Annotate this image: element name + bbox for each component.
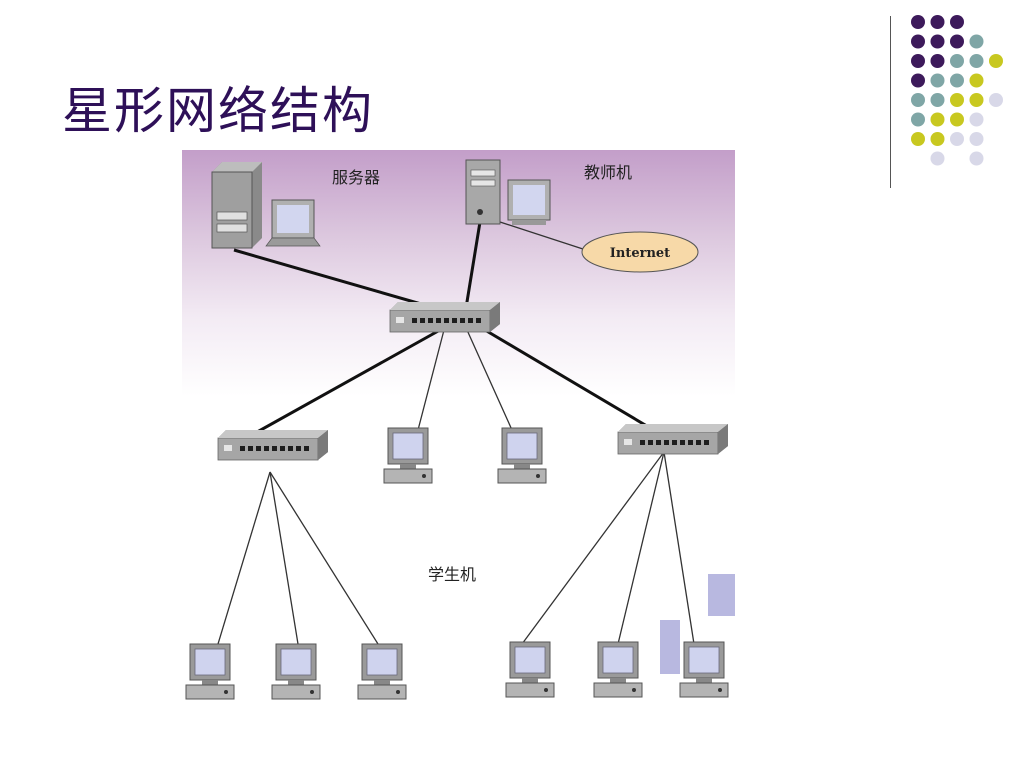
- decorative-dot: [969, 54, 984, 68]
- decorative-dot: [969, 34, 984, 49]
- decorative-dot: [989, 54, 1003, 68]
- decorative-dot: [950, 132, 964, 146]
- student-pc: [593, 641, 643, 698]
- decorative-dot: [930, 34, 945, 49]
- teacher-label: 教师机: [584, 163, 632, 182]
- server-tower: [211, 162, 262, 249]
- right-switch: [617, 423, 729, 455]
- student-pc: [383, 427, 433, 484]
- server-monitor: [265, 199, 321, 247]
- decorative-dot: [950, 15, 964, 29]
- decorative-dot: [930, 54, 945, 68]
- decorative-dot: [911, 132, 925, 146]
- decorative-dot: [911, 54, 925, 68]
- decorative-dot: [969, 112, 984, 127]
- decorative-dot: [930, 73, 945, 88]
- internet-label: Internet: [610, 246, 670, 261]
- divider-line: [890, 16, 891, 188]
- decorative-dot: [930, 132, 945, 146]
- student-pc: [185, 643, 235, 700]
- thick-link-lines: [233, 221, 658, 438]
- network-diagram: 服务器 教师机 Internet 学生机: [182, 150, 735, 710]
- student-pc: [357, 643, 407, 700]
- decorative-dot: [969, 151, 984, 166]
- teacher-tower: [465, 159, 501, 225]
- student-pc: [679, 641, 729, 698]
- student-pc: [505, 641, 555, 698]
- decorative-dot: [911, 112, 925, 127]
- internet-ellipse: [581, 231, 699, 273]
- decorative-dot-grid: [911, 15, 1003, 166]
- decorative-dot: [930, 15, 945, 29]
- students-label: 学生机: [428, 565, 476, 584]
- decorative-dot: [950, 112, 964, 127]
- decorative-dot: [930, 93, 945, 107]
- thin-link-lines: [217, 221, 695, 645]
- decorative-dot: [950, 73, 964, 88]
- teacher-monitor: [507, 179, 551, 225]
- decorative-dot: [969, 73, 984, 88]
- decorative-dot: [950, 93, 964, 107]
- decorative-dot: [911, 34, 925, 49]
- decorative-dot: [969, 93, 984, 107]
- decorative-dot: [930, 112, 945, 127]
- decorative-dot: [950, 54, 964, 68]
- left-switch: [217, 429, 329, 461]
- student-pc: [271, 643, 321, 700]
- decorative-dot: [911, 73, 925, 88]
- central-switch: [389, 301, 501, 333]
- decorative-dot: [950, 34, 964, 49]
- decorative-dot: [989, 93, 1003, 107]
- student-pc: [497, 427, 547, 484]
- lavender-block: [660, 620, 680, 674]
- decorative-dot: [911, 15, 925, 29]
- decorative-dot: [911, 93, 925, 107]
- decorative-dot: [969, 132, 984, 146]
- lavender-block: [708, 574, 735, 616]
- server-label: 服务器: [332, 168, 380, 187]
- decorative-dot: [930, 151, 945, 166]
- slide-title: 星形网络结构: [62, 82, 374, 140]
